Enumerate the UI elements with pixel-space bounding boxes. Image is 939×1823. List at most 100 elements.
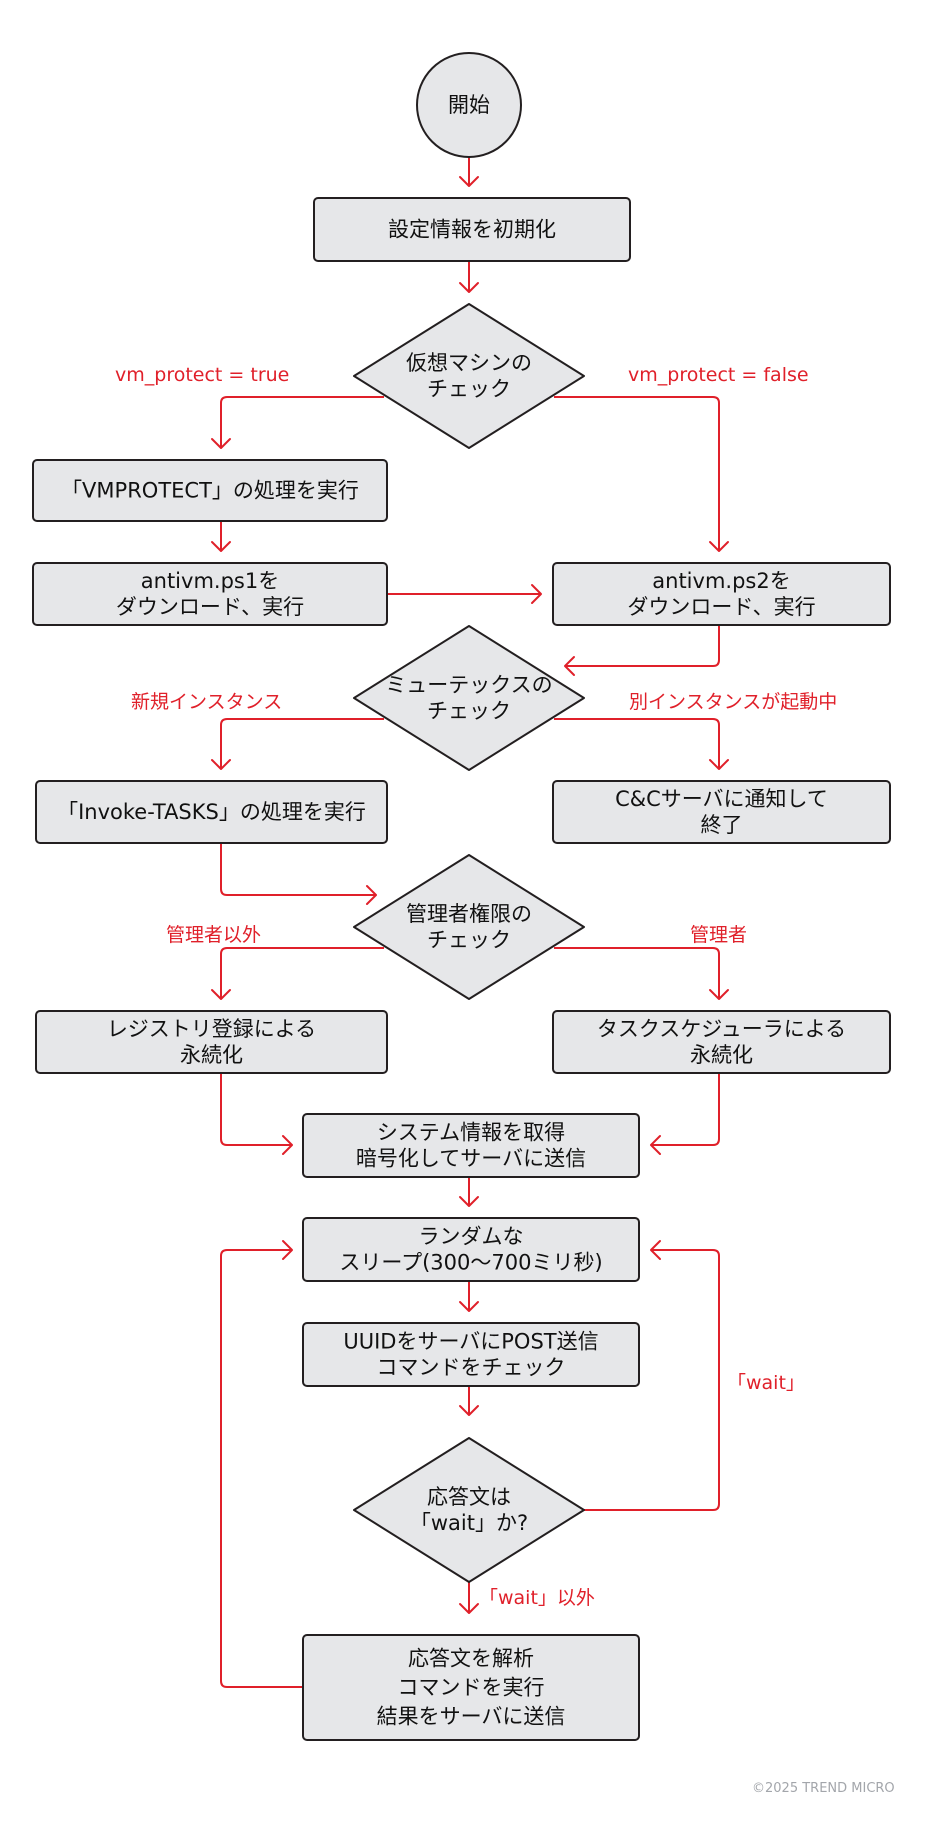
edge-line [220,843,376,896]
process-box-shape [552,780,891,844]
edge-line [554,718,720,769]
node-text-line: 暗号化してサーバに送信 [356,1147,586,1171]
node-text-line: チェック [427,377,511,401]
edge-antivm-ps2-to-mutex-check [564,625,720,676]
node-invoke-tasks: 「Invoke-TASKS」の処理を実行 [35,780,388,844]
node-text-line: 設定情報を初期化 [388,218,556,242]
edge-antivm-ps1-to-antivm-ps2 [387,584,542,604]
node-text-line: ダウンロード、実行 [116,595,304,619]
node-text-line: システム情報を取得 [377,1121,565,1145]
node-start: 開始 [416,52,522,158]
edge-admin-check-to-task-persist [554,947,729,1000]
process-box-shape [32,459,388,522]
edge-label: 新規インスタンス [131,691,282,713]
arrowhead-icon [709,759,729,770]
copyright-text: ©2025 TREND MICRO [752,1781,895,1796]
process-box-shape [313,197,631,262]
node-text-line: 応答文を解析 [408,1647,534,1671]
edge-execute-command-to-random-sleep [220,1240,303,1688]
node-text-line: チェック [427,699,511,723]
arrowhead-icon [564,656,575,676]
node-text-line: antivm.ps2を [652,569,790,593]
arrowhead-icon [459,176,479,187]
edge-label: 管理者 [690,924,747,946]
arrowhead-icon [650,1240,661,1260]
arrowhead-icon [650,1135,661,1155]
node-text-line: チェック [427,928,511,952]
node-wait-check: 応答文は「wait」か? [353,1437,585,1583]
edge-vm-check-to-antivm-ps2 [554,396,729,552]
arrowhead-icon [531,584,542,604]
decision-diamond-shape [353,625,585,771]
arrowhead-icon [709,989,729,1000]
edge-vmprotect-to-antivm-ps1 [211,521,231,552]
node-text-line: スリープ(300〜700ミリ秒) [339,1251,602,1275]
edge-wait-check-to-random-sleep [584,1240,720,1511]
node-text-line: ランダムな [419,1225,524,1249]
node-text-line: 応答文は [427,1485,511,1509]
edge-task-persist-to-sysinfo-send [650,1073,720,1155]
node-text-line: 「Invoke-TASKS」の処理を実行 [57,800,366,824]
edge-label: 別インスタンスが起動中 [629,691,837,713]
edge-line [220,718,384,769]
edge-registry-persist-to-sysinfo-send [220,1073,293,1155]
process-box-shape [302,1322,640,1387]
arrowhead-icon [282,1240,293,1260]
node-text-line: 開始 [448,93,490,117]
node-text-line: ダウンロード、実行 [627,595,815,619]
edge-label: 管理者以外 [166,924,261,946]
decision-diamond-shape [353,1437,585,1583]
arrowhead-icon [459,282,479,293]
edge-line [220,1249,303,1688]
node-text-line: 管理者権限の [406,902,532,926]
edge-mutex-check-to-notify-exit [554,718,729,770]
edge-label: vm_protect = true [115,364,289,386]
arrowhead-icon [211,438,231,449]
arrowhead-icon [459,1301,479,1312]
arrowhead-icon [211,989,231,1000]
edge-line [220,1073,292,1146]
process-box-shape [35,780,388,844]
node-text-line: 永続化 [690,1043,753,1067]
node-text-line: ミューテックスの [385,673,552,697]
node-text-line: UUIDをサーバにPOST送信 [343,1330,598,1354]
node-text-line: 「VMPROTECT」の処理を実行 [61,479,359,503]
node-text-line: 永続化 [180,1043,243,1067]
arrowhead-icon [459,1603,479,1614]
edge-invoke-tasks-to-admin-check [220,843,377,905]
edge-line [651,1073,720,1146]
edge-random-sleep-to-uuid-post [459,1281,479,1312]
arrowhead-icon [211,759,231,770]
edge-line [584,1249,720,1511]
node-text-line: コマンドをチェック [377,1356,566,1380]
edge-label: 「wait」以外 [479,1587,595,1609]
process-box-shape [302,1217,640,1282]
edge-label: 「wait」 [727,1372,805,1394]
decision-diamond-shape [353,303,585,449]
arrowhead-icon [459,1196,479,1207]
node-text-line: 結果をサーバに送信 [377,1705,566,1729]
process-box-shape [552,562,891,626]
edge-admin-check-to-registry-persist [211,947,384,1000]
process-box-shape [35,1010,388,1074]
edges-layer [211,157,729,1688]
nodes-layer: 開始設定情報を初期化仮想マシンのチェック「VMPROTECT」の処理を実行ant… [32,52,891,1741]
node-text-line: レジストリ登録による [107,1017,316,1041]
start-terminal-shape [416,52,522,158]
edge-line [220,947,384,999]
decision-diamond-shape [353,854,585,1000]
process-box-shape [552,1010,891,1074]
edge-uuid-post-to-wait-check [459,1386,479,1416]
edge-mutex-check-to-invoke-tasks [211,718,384,770]
edge-line [554,396,720,551]
